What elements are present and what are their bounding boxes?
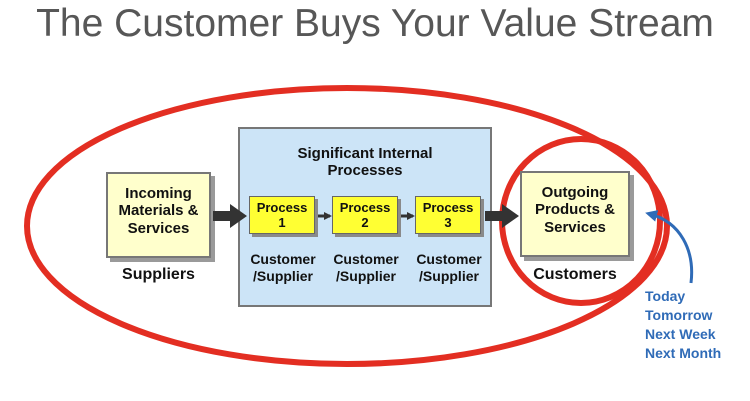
process-3-box: Process 3	[415, 196, 481, 234]
process-1-role-line-1: Customer	[250, 251, 316, 267]
process-3-role-line-1: Customer	[416, 251, 482, 267]
process-3-name: Process	[422, 200, 474, 215]
timeline-tomorrow: Tomorrow	[645, 307, 713, 323]
outgoing-text: Outgoing Products & Services	[520, 184, 630, 236]
timeline-next-week: Next Week	[645, 326, 716, 342]
incoming-line-2: Materials &	[118, 202, 199, 220]
timeline-next-month: Next Month	[645, 345, 722, 361]
process-3-number: 3	[444, 215, 452, 230]
process-2-box: Process 2	[332, 196, 398, 234]
incoming-line-1: Incoming	[125, 185, 192, 202]
outgoing-line-3: Services	[544, 218, 606, 236]
customers-label: Customers	[533, 266, 617, 283]
process-1-name: Process	[256, 200, 308, 215]
outgoing-line-2: Products &	[534, 201, 615, 219]
process-1-box: Process 1	[249, 196, 315, 234]
process-2-role-line-2: /Supplier	[336, 268, 396, 284]
outgoing-box	[520, 171, 630, 257]
internal-line-1: Significant Internal	[297, 145, 433, 162]
internal-line-2: Processes	[327, 162, 403, 180]
process-2-role-line-1: Customer	[333, 251, 399, 267]
process-1-number: 1	[278, 215, 286, 230]
incoming-text: Incoming Materials & Services	[106, 185, 211, 237]
timeline-today: Today	[645, 288, 686, 304]
process-2-role: Customer /Supplier	[327, 251, 405, 285]
slide-title: The Customer Buys Your Value Stream	[36, 2, 714, 45]
incoming-box	[106, 172, 211, 258]
internal-processes-title: Significant Internal Processes	[238, 145, 492, 180]
process-1-role-line-2: /Supplier	[253, 268, 313, 284]
process-1-role: Customer /Supplier	[244, 251, 322, 285]
process-2-name: Process	[339, 200, 391, 215]
outgoing-line-1: Outgoing	[541, 184, 609, 201]
timeline-labels: Today Tomorrow Next Week Next Month	[645, 287, 721, 363]
process-2-number: 2	[361, 215, 369, 230]
process-3-role-line-2: /Supplier	[419, 268, 479, 284]
suppliers-label: Suppliers	[122, 266, 195, 283]
incoming-line-3: Services	[127, 219, 190, 237]
process-3-role: Customer /Supplier	[410, 251, 488, 285]
